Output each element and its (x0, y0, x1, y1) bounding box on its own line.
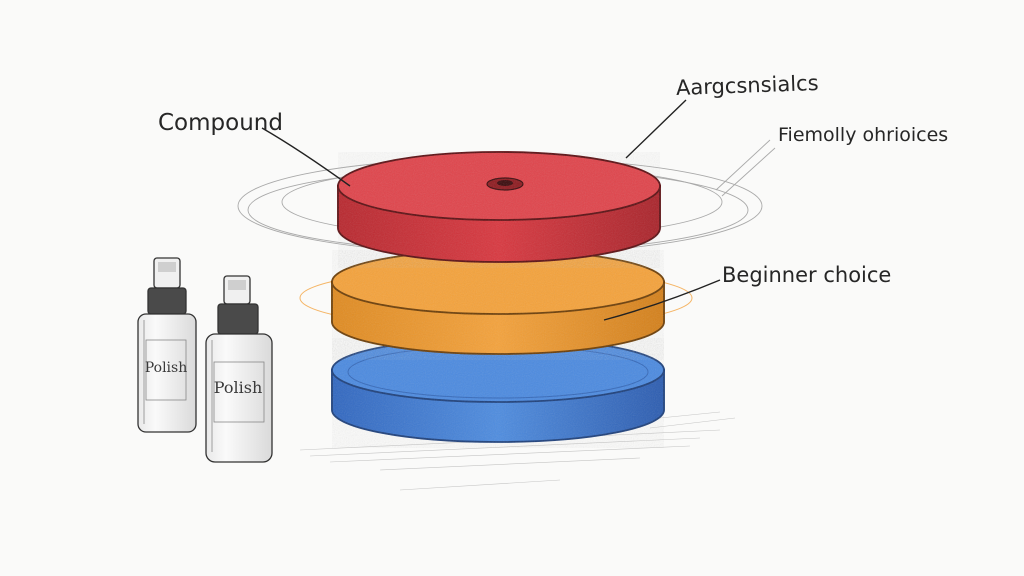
leader-beginner (603, 279, 721, 321)
leader-lines (261, 99, 721, 321)
red-pad (337, 151, 661, 268)
compound-label: Compound (158, 110, 283, 136)
leader-compound (261, 127, 351, 187)
top-pad-label: Aargcsnsialcs (675, 71, 819, 100)
polish-bottle-1: Polish (137, 257, 197, 433)
bottle-2-label: Polish (214, 378, 263, 397)
leader-top (625, 99, 687, 159)
right-pad-label: Fiemolly ohrioices (778, 124, 949, 146)
beginner-choice-label: Beginner choice (722, 263, 892, 287)
polish-bottle-2: Polish (205, 275, 273, 463)
bottle-1-label: Polish (145, 360, 187, 376)
